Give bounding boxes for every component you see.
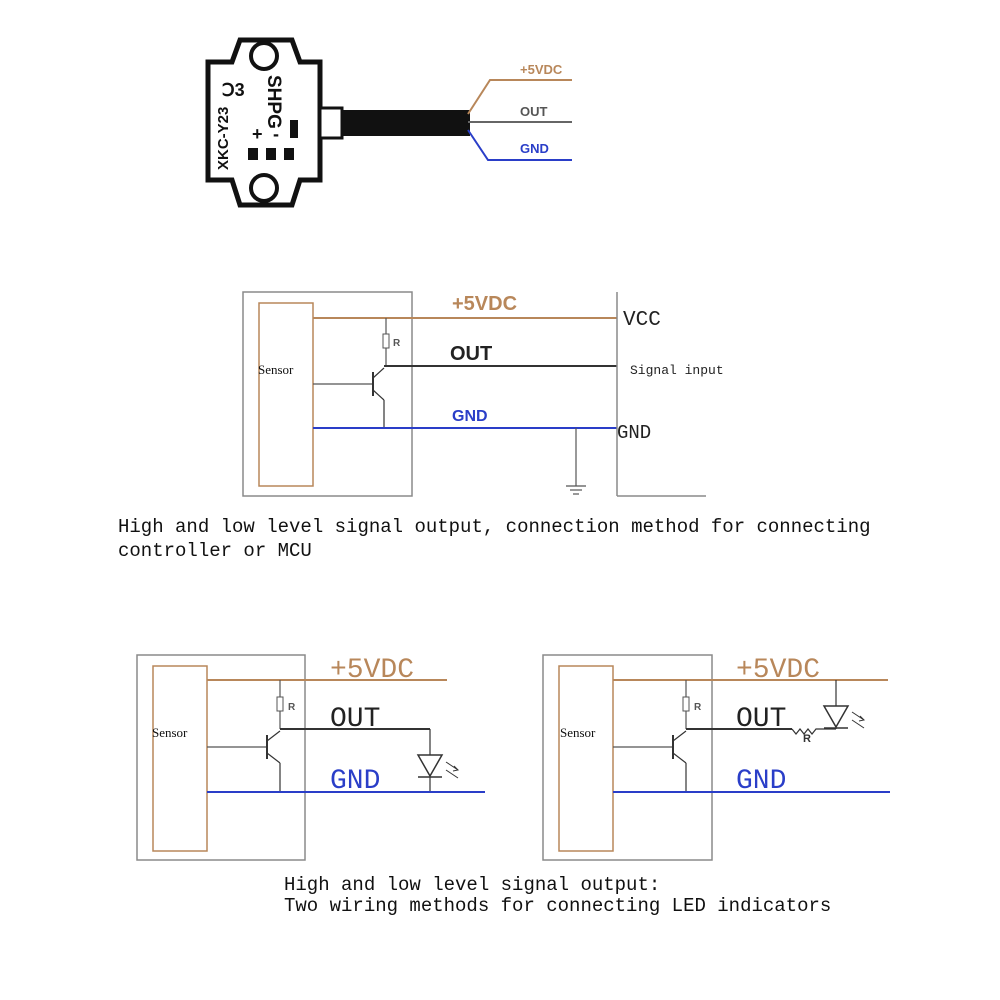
out-label: OUT <box>450 343 492 365</box>
sensor-model-mark: XKC-Y23 <box>215 107 232 170</box>
wire-label-power: +5VDC <box>520 62 563 77</box>
plus-mark: + <box>252 124 263 144</box>
pullup-resistor-label: R <box>694 702 702 713</box>
pullup-resistor-label: R <box>393 338 401 349</box>
sensor-body <box>205 37 323 208</box>
caption-led-line1: High and low level signal output: <box>284 874 661 896</box>
pullup-resistor-label: R <box>288 702 296 713</box>
series-resistor <box>791 728 836 735</box>
sensor-enclosure <box>136 654 306 861</box>
cable-gland <box>318 106 344 140</box>
circuit-mcu-connection: Sensor R +5VDC OUT GND <box>242 291 724 497</box>
gnd-label: GND <box>330 766 380 797</box>
power-label: +5VDC <box>736 655 820 686</box>
sensor-label: Sensor <box>560 725 596 740</box>
marking-glyph-3 <box>284 148 294 160</box>
sensor-brand-mark: SHPG <box>263 75 284 129</box>
mount-hole-top <box>249 41 279 71</box>
caption-mcu-line1: High and low level signal output, connec… <box>118 516 871 538</box>
transistor-symbol <box>313 367 385 428</box>
marking-glyph-4 <box>290 120 298 138</box>
gnd-right-label: GND <box>617 422 651 444</box>
transistor-symbol <box>207 730 281 792</box>
caption-led-line2: Two wiring methods for connecting LED in… <box>284 895 832 917</box>
out-label: OUT <box>330 704 380 735</box>
ground-symbol <box>566 428 586 495</box>
sensor-element-box <box>152 665 208 852</box>
sensor-element-box <box>558 665 614 852</box>
wire-label-gnd: GND <box>520 141 549 156</box>
circuit-led-low-side: Sensor R +5VDC OUT GND <box>136 654 485 861</box>
minus-mark: - <box>273 124 279 144</box>
vcc-label: VCC <box>623 309 661 332</box>
power-label: +5VDC <box>330 655 414 686</box>
gnd-label: GND <box>452 408 488 425</box>
sensor-enclosure <box>242 291 413 497</box>
series-resistor-label: R <box>803 733 811 745</box>
caption-mcu-line2: controller or MCU <box>118 540 312 562</box>
marking-glyph-2 <box>266 148 276 160</box>
wire-power <box>467 79 572 115</box>
pullup-resistor <box>276 696 284 712</box>
sensor-label: Sensor <box>258 362 294 377</box>
marking-glyph-1 <box>248 148 258 160</box>
wire-label-out: OUT <box>520 104 548 119</box>
circuit-led-high-side: Sensor R R +5VDC OUT GND <box>542 654 890 861</box>
transistor-symbol <box>613 730 687 792</box>
wire-gnd <box>467 129 572 161</box>
signal-input-label: Signal input <box>630 363 724 378</box>
gnd-label: GND <box>736 766 786 797</box>
sensor-label: Sensor <box>152 725 188 740</box>
power-label: +5VDC <box>452 293 517 315</box>
sensor-module-illustration: XKC-Y23 SHPG Ↄ3 + - +5VDC OUT GND <box>205 37 572 208</box>
led-icon <box>416 754 460 779</box>
pullup-resistor <box>682 696 690 712</box>
out-label: OUT <box>736 704 786 735</box>
ce-mark: Ↄ3 <box>222 80 245 100</box>
led-icon <box>822 705 866 729</box>
sensor-cable <box>342 110 470 136</box>
sensor-enclosure <box>542 654 713 861</box>
pullup-resistor <box>382 333 390 349</box>
mount-hole-bottom <box>249 173 279 203</box>
sensor-element-box <box>258 302 314 487</box>
